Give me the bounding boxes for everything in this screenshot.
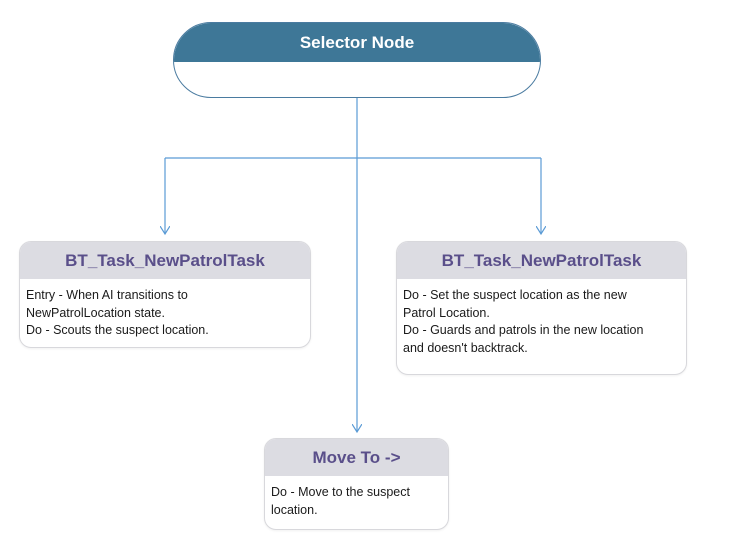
task-node-line: location. bbox=[271, 502, 318, 517]
task-node-line: Entry - When AI transitions to bbox=[26, 288, 188, 302]
task-node-line: and doesn't backtrack. bbox=[403, 340, 528, 355]
task-node-title: BT_Task_NewPatrolTask bbox=[397, 242, 686, 279]
task-node-line: Do - Scouts the suspect location. bbox=[26, 323, 209, 337]
task-node-right[interactable]: BT_Task_NewPatrolTask Do - Set the suspe… bbox=[396, 241, 687, 375]
task-node-left[interactable]: BT_Task_NewPatrolTask Entry - When AI tr… bbox=[19, 241, 311, 348]
task-node-line: Do - Set the suspect location as the new bbox=[403, 288, 627, 302]
move-to-node-body: Do - Move to the suspect location. bbox=[265, 476, 448, 519]
task-node-body: Entry - When AI transitions to NewPatrol… bbox=[20, 279, 310, 340]
selector-node-title: Selector Node bbox=[174, 23, 540, 62]
task-node-line: Do - Guards and patrols in the new locat… bbox=[403, 323, 644, 337]
task-node-body: Do - Set the suspect location as the new… bbox=[397, 279, 686, 357]
move-to-node[interactable]: Move To -> Do - Move to the suspect loca… bbox=[264, 438, 449, 530]
task-node-title: BT_Task_NewPatrolTask bbox=[20, 242, 310, 279]
task-node-line: Patrol Location. bbox=[403, 305, 490, 320]
task-node-line: NewPatrolLocation state. bbox=[26, 305, 165, 320]
move-to-node-title: Move To -> bbox=[265, 439, 448, 476]
task-node-line: Do - Move to the suspect bbox=[271, 485, 410, 499]
selector-node[interactable]: Selector Node bbox=[173, 22, 541, 98]
